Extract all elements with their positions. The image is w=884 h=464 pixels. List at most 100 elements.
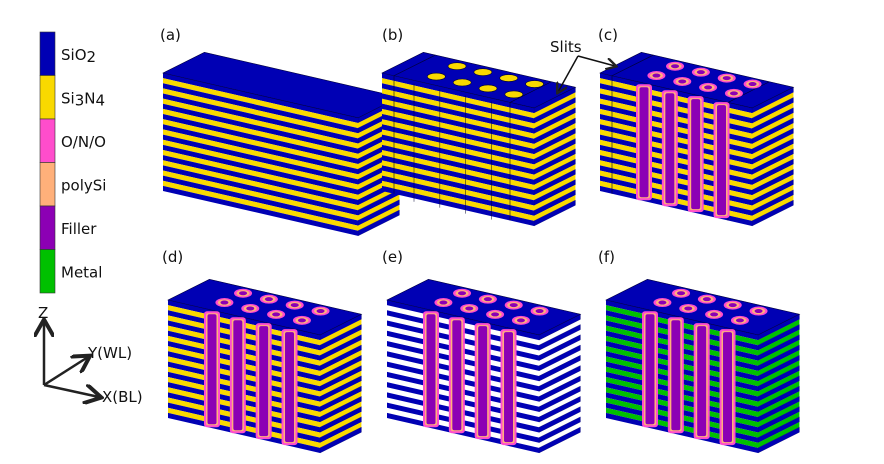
channel-ring <box>259 294 278 304</box>
layer-front <box>382 98 534 139</box>
channel-ring <box>285 300 304 310</box>
layer-front <box>163 78 358 129</box>
layer-side <box>320 350 362 377</box>
layer-side <box>758 350 800 377</box>
layer-side <box>534 123 576 150</box>
layer-side <box>320 370 362 397</box>
channel-ring <box>460 303 479 313</box>
channel-ring <box>234 288 253 298</box>
layer-side <box>752 102 794 129</box>
channel-pillar <box>713 102 730 219</box>
channel-ring <box>241 303 260 313</box>
channel-pillar <box>667 317 684 434</box>
channel-ring <box>215 298 234 308</box>
layer-front <box>382 124 534 165</box>
layer-front <box>163 83 358 134</box>
layer-side <box>534 194 576 221</box>
channel-pillar <box>229 317 246 434</box>
channel-ring <box>486 309 505 319</box>
layer-front <box>163 144 358 195</box>
layer-side <box>534 133 576 160</box>
layer-front <box>382 149 534 191</box>
channel-pillar <box>474 323 491 440</box>
panel-c: (c) <box>598 26 795 227</box>
legend-label: Filler <box>61 220 97 238</box>
channel-ring <box>697 294 716 304</box>
channel-ring <box>666 61 685 71</box>
layer-front <box>163 185 358 236</box>
x-axis-arrow <box>43 383 99 397</box>
layer-front <box>163 139 358 190</box>
layer-front <box>382 139 534 180</box>
panel-label: (b) <box>382 26 403 44</box>
channel-pillar <box>500 329 517 446</box>
channel-ring <box>267 309 286 319</box>
layer-front <box>382 119 534 160</box>
slits-annotation: Slits <box>550 38 615 92</box>
layer-front <box>382 160 534 201</box>
layer-front <box>382 185 534 226</box>
layer-side <box>758 319 800 346</box>
channel-ring <box>717 73 736 83</box>
layer-front <box>382 103 534 144</box>
layer-side <box>320 360 362 387</box>
channel-pillar <box>448 317 465 434</box>
layer-side <box>534 153 576 180</box>
layer-side <box>752 164 794 191</box>
layer-side <box>320 411 362 438</box>
y-axis-label: Y(WL) <box>87 344 132 362</box>
layer-front <box>382 175 534 216</box>
layer-front <box>163 114 358 165</box>
channel-ring <box>673 76 692 86</box>
layer-side <box>534 92 576 119</box>
channel-ring <box>679 303 698 313</box>
channel-ring <box>691 67 710 77</box>
layer-side <box>758 360 800 387</box>
layer-front <box>163 175 358 226</box>
legend-item: polySi <box>39 162 106 207</box>
layer-front <box>382 78 534 119</box>
legend-swatch <box>39 249 56 294</box>
hole-icon <box>478 84 498 93</box>
channel-ring <box>723 300 742 310</box>
hole-icon <box>447 62 467 71</box>
hole-icon <box>504 90 524 99</box>
layer-front <box>382 93 534 134</box>
panel-f: (f) <box>598 248 801 454</box>
layer-side <box>752 194 794 221</box>
channel-ring <box>730 315 749 325</box>
layer-front <box>163 149 358 200</box>
panel-label: (a) <box>160 26 181 44</box>
layer-front <box>163 155 358 206</box>
layer-side <box>320 391 362 418</box>
layer-front <box>163 170 358 221</box>
legend-label: O/N/O <box>61 133 106 151</box>
panel-label: (e) <box>382 248 403 266</box>
layer-side <box>758 380 800 407</box>
layer-side <box>758 329 800 356</box>
panel-e: (e) <box>382 248 582 454</box>
legend-swatch <box>39 75 56 120</box>
legend-item: O/N/O <box>39 118 106 163</box>
legend-swatch <box>39 205 56 250</box>
x-axis-label: X(BL) <box>102 388 143 406</box>
legend-swatch <box>39 31 56 76</box>
channel-pillar <box>642 311 658 428</box>
layer-front <box>163 93 358 144</box>
channel-ring <box>311 306 330 316</box>
layer-front <box>163 73 358 123</box>
layer-side <box>534 184 576 211</box>
layer-side <box>758 370 800 397</box>
layer-side <box>534 102 576 129</box>
layer-side <box>534 143 576 170</box>
legend-swatch <box>39 118 56 163</box>
panel-b: (b) <box>381 26 577 227</box>
layer-side <box>752 133 794 160</box>
legend-label: polySi <box>61 177 106 195</box>
layer-side <box>320 319 362 346</box>
channel-pillar <box>719 329 736 446</box>
axis-triad: Z Y(WL) X(BL) <box>38 304 143 406</box>
layer-front <box>163 88 358 139</box>
